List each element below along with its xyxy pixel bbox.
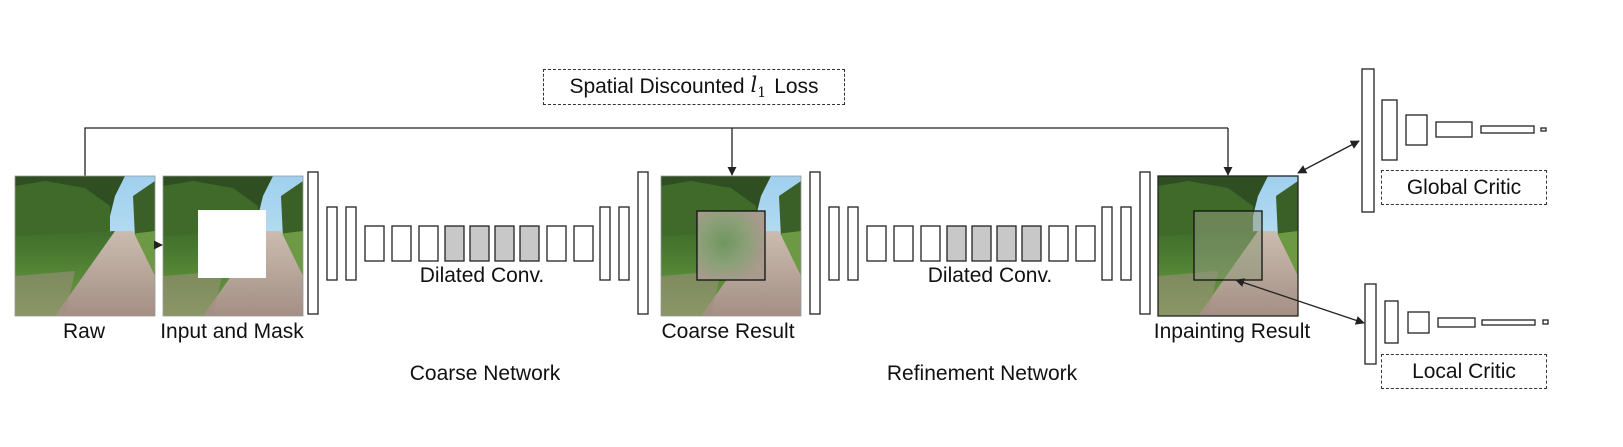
conv-layer [573, 225, 594, 262]
raw-image [14, 175, 156, 317]
dilated-conv-layer [971, 225, 992, 262]
critic-layer [1364, 283, 1377, 365]
refinement-network-title: Refinement Network [886, 362, 1078, 385]
coarse-fill-region [696, 210, 766, 281]
dilated-conv-layer [1021, 225, 1042, 262]
dilated-conv-layer [519, 225, 540, 262]
dilated-conv-layer [946, 225, 967, 262]
conv-layer [391, 225, 412, 262]
critic-layer [1405, 114, 1428, 146]
global-critic-box: Global Critic [1381, 170, 1547, 205]
encoder-layer [809, 171, 821, 315]
critic-layer [1481, 319, 1536, 326]
conv-layer [893, 225, 914, 262]
input-mask-image [162, 175, 304, 317]
encoder-layer [307, 171, 319, 315]
conv-layer [546, 225, 567, 262]
conv-layer [418, 225, 439, 262]
decoder-layer [1139, 171, 1151, 315]
loss-prefix: Spatial Discounted [569, 75, 745, 98]
critic-layer [1435, 121, 1473, 138]
input-mask-label: Input and Mask [160, 320, 304, 343]
dilated-conv-layer [469, 225, 490, 262]
decoder-layer [637, 171, 649, 315]
coarse-result-label: Coarse Result [661, 320, 795, 343]
coarse-dilated-label: Dilated Conv. [419, 264, 545, 287]
inpainted-region [1193, 210, 1263, 281]
loss-symbol: l1 [750, 72, 767, 102]
conv-layer [1048, 225, 1069, 262]
critic-layer [1381, 99, 1398, 161]
global-critic-layers [1361, 68, 1547, 213]
local-critic-label: Local Critic [1412, 359, 1516, 383]
loss-box: Spatial Discounted l1 Loss [543, 69, 845, 105]
conv-layer [920, 225, 941, 262]
coarse-network-layers [307, 171, 649, 315]
local-critic-layers [1364, 283, 1549, 365]
inpainting-result-image [1157, 175, 1299, 317]
critic-layer [1542, 319, 1549, 325]
local-critic-box: Local Critic [1381, 354, 1547, 389]
decoder-layer [599, 206, 611, 281]
refinement-network-layers [809, 171, 1151, 315]
encoder-layer [828, 206, 840, 281]
decoder-layer [618, 206, 630, 281]
critic-layer [1480, 125, 1535, 134]
loss-connector-top [84, 127, 1228, 176]
loss-suffix: Loss [774, 75, 819, 98]
encoder-layer [847, 206, 859, 281]
mask-region [198, 210, 266, 278]
encoder-layer [345, 206, 357, 281]
critic-layer [1361, 68, 1375, 213]
refinement-dilated-label: Dilated Conv. [927, 264, 1053, 287]
coarse-network-title: Coarse Network [409, 362, 561, 385]
inpainting-result-label: Inpainting Result [1153, 320, 1311, 343]
raw-label: Raw [62, 320, 106, 343]
local-critic-arrow [1235, 278, 1365, 325]
dilated-conv-layer [444, 225, 465, 262]
conv-layer [866, 225, 887, 262]
conv-layer [1075, 225, 1096, 262]
conv-layer [364, 225, 385, 262]
global-critic-arrow [1297, 140, 1360, 174]
critic-layer [1407, 311, 1430, 334]
decoder-layer [1120, 206, 1132, 281]
critic-layer [1540, 127, 1547, 132]
dilated-conv-layer [494, 225, 515, 262]
decoder-layer [1101, 206, 1113, 281]
global-critic-label: Global Critic [1406, 175, 1522, 199]
encoder-layer [326, 206, 338, 281]
coarse-result-image [660, 175, 802, 317]
critic-layer [1384, 300, 1399, 344]
critic-layer [1437, 317, 1476, 328]
dilated-conv-layer [996, 225, 1017, 262]
